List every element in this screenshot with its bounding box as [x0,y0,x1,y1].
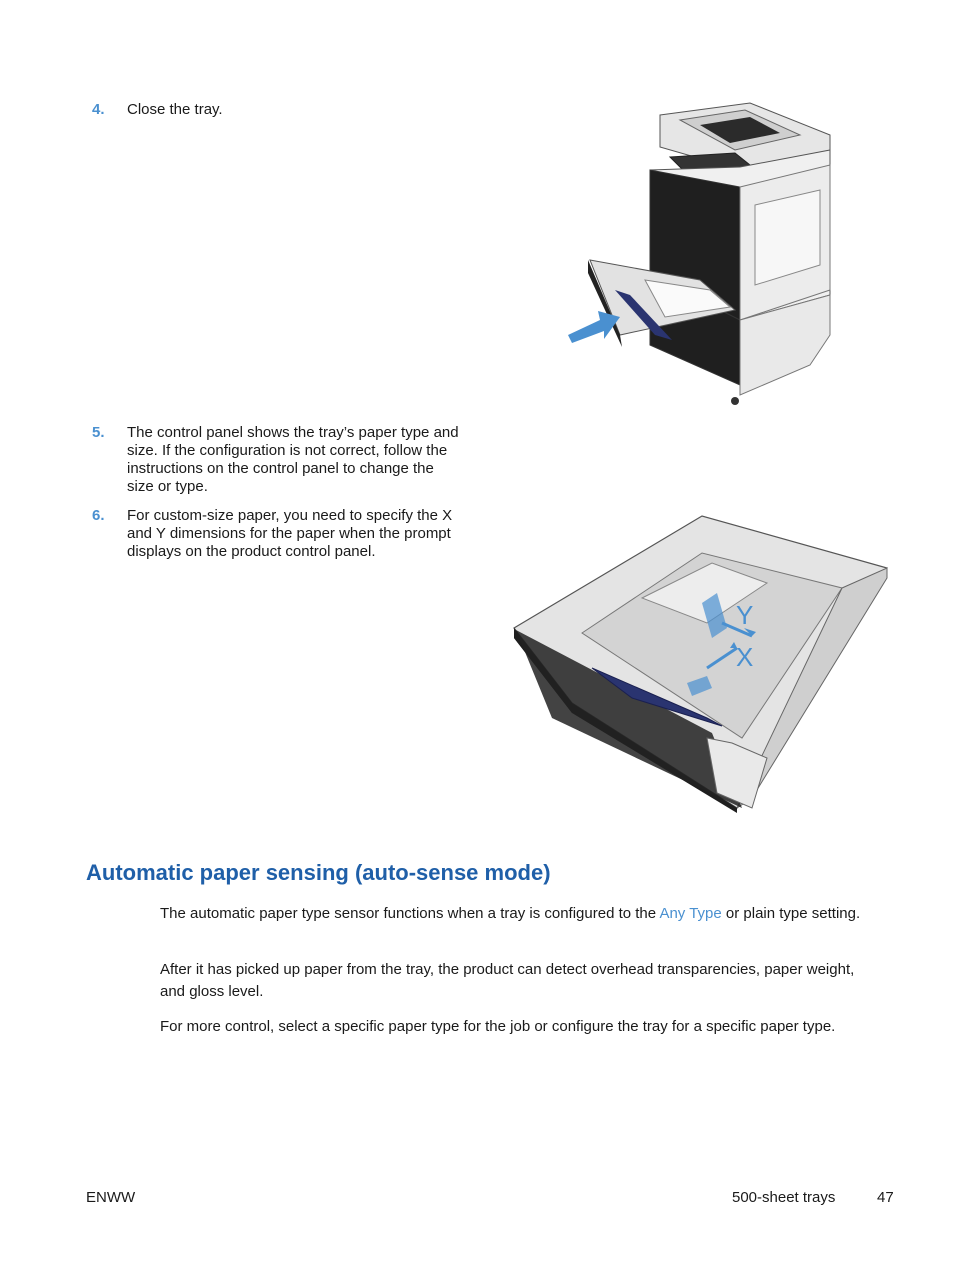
step-number: 5. [92,424,105,441]
paragraph-1-start: The automatic paper type sensor function… [160,905,660,922]
paragraph-2: After it has picked up paper from the tr… [160,961,855,1000]
paragraph-3: For more control, select a specific pape… [160,1018,836,1035]
step-text: Close the tray. [127,101,223,118]
step-6: 6. For custom-size paper, you need to sp… [92,507,462,561]
step-number: 6. [92,507,105,524]
step-number: 4. [92,101,105,118]
tray-xy-dimensions-illustration: Y X [513,515,888,813]
section-heading: Automatic paper sensing (auto-sense mode… [86,860,551,885]
footer-page-number: 47 [877,1189,894,1206]
paragraph-1: The automatic paper type sensor function… [160,903,880,925]
footer-section: 500-sheet trays [732,1189,836,1206]
step-4: 4. Close the tray. [92,101,462,119]
printer-close-tray-illustration [568,102,831,405]
step-text: The control panel shows the tray’s paper… [127,424,459,495]
y-dimension-label: Y [736,600,753,630]
any-type-link[interactable]: Any Type [659,905,722,922]
x-dimension-label: X [736,642,753,672]
footer-left: ENWW [86,1189,136,1206]
step-text: For custom-size paper, you need to speci… [127,507,453,560]
step-5: 5. The control panel shows the tray’s pa… [92,424,462,496]
paragraph-1-end: or plain type setting. [721,905,861,922]
